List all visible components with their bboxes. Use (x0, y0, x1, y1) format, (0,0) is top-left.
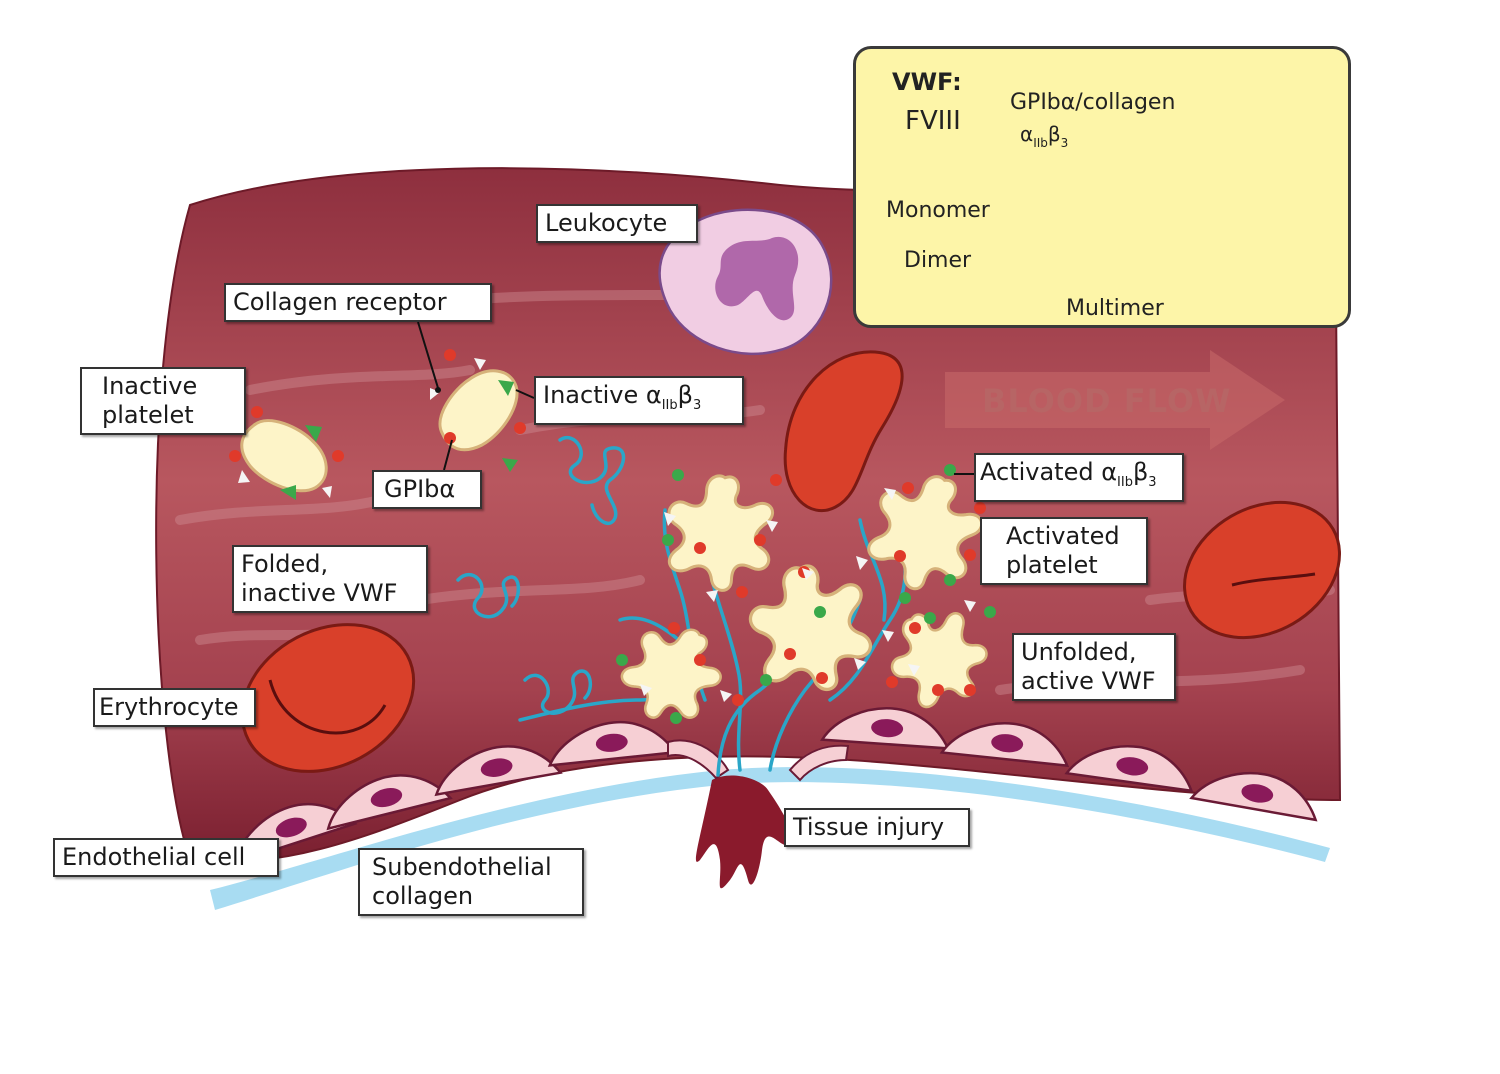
label-tissue-injury: Tissue injury (784, 808, 970, 847)
inset-title: VWF: (892, 68, 962, 96)
label-inactive-aiib-b3: Inactive αIIbβ3 (534, 376, 744, 425)
injury-flaps (667, 739, 850, 782)
leader-lines (417, 321, 974, 475)
activated-platelet-receptors (616, 464, 996, 724)
inactive-platelet-1 (229, 406, 344, 501)
leukocyte (658, 208, 833, 355)
label-gpiba: GPIbα (372, 470, 482, 509)
label-unfolded-vwf: Unfolded,active VWF (1012, 633, 1176, 701)
inset-gpiba-collagen-label: GPIbα/collagen (1010, 90, 1176, 115)
label-folded-vwf: Folded,inactive VWF (232, 545, 428, 613)
vwf-inset-panel (853, 46, 1351, 328)
erythrocyte-right (1183, 500, 1341, 640)
inset-monomer-label: Monomer (886, 198, 990, 223)
label-endothelial-cell: Endothelial cell (53, 838, 279, 877)
inset-dimer-label: Dimer (904, 248, 972, 273)
collagen-receptor-pointer-dot (435, 387, 441, 393)
activated-platelet-gpib-triangles (640, 488, 976, 702)
inset-multimer-label: Multimer (1066, 296, 1164, 321)
label-activated-aiib-b3: Activated αIIbβ3 (974, 453, 1184, 502)
erythrocyte-left (240, 623, 416, 773)
folded-vwf-strands (456, 436, 626, 715)
label-erythrocyte: Erythrocyte (93, 688, 256, 727)
subendothelial-collagen-band (210, 767, 1330, 910)
tissue-injury-wound (695, 775, 793, 889)
inset-fviii-label: FVIII (905, 106, 961, 136)
label-leukocyte: Leukocyte (536, 204, 698, 243)
blood-flow-arrow (945, 350, 1285, 450)
label-collagen-receptor: Collagen receptor (224, 283, 492, 322)
inset-aiib-label: αIIbβ3 (1020, 122, 1069, 150)
blood-flow-label: BLOOD FLOW (982, 382, 1232, 420)
